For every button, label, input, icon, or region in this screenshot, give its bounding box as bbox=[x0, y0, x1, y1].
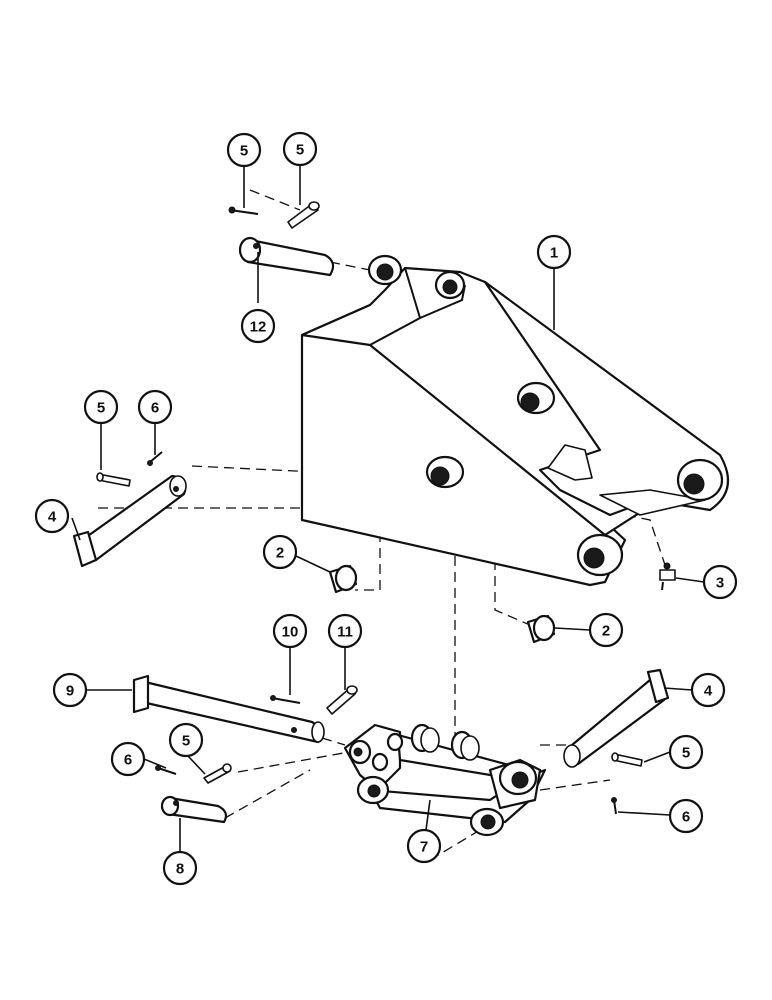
svg-text:6: 6 bbox=[682, 809, 690, 826]
pin-4-right bbox=[563, 668, 670, 768]
callouts: 5 5 12 1 5 6 4 2 bbox=[34, 131, 738, 886]
svg-text:4: 4 bbox=[48, 509, 57, 526]
callout-5e: 5 bbox=[668, 734, 704, 770]
cotter-pin-left bbox=[147, 451, 163, 466]
callout-10: 10 bbox=[272, 613, 308, 649]
frame-boss-lower bbox=[576, 533, 624, 577]
svg-text:8: 8 bbox=[176, 861, 184, 878]
cotter-pin-lower-left bbox=[155, 765, 177, 775]
callout-1: 1 bbox=[536, 234, 572, 270]
frame-boss-left bbox=[425, 455, 465, 489]
callout-9: 9 bbox=[52, 672, 88, 708]
svg-text:12: 12 bbox=[250, 319, 267, 336]
svg-text:6: 6 bbox=[151, 400, 159, 417]
pin-12 bbox=[238, 236, 335, 277]
frame-boss-top-right bbox=[434, 270, 466, 300]
svg-text:2: 2 bbox=[602, 623, 610, 640]
svg-text:5: 5 bbox=[97, 400, 105, 417]
svg-text:11: 11 bbox=[337, 624, 353, 641]
callout-6b: 6 bbox=[110, 741, 146, 777]
svg-text:5: 5 bbox=[682, 745, 690, 762]
leader-lines bbox=[71, 166, 705, 852]
callout-4b: 4 bbox=[690, 672, 726, 708]
callout-7: 7 bbox=[406, 828, 442, 864]
callout-5a: 5 bbox=[226, 132, 262, 168]
svg-text:7: 7 bbox=[420, 839, 428, 856]
svg-text:5: 5 bbox=[240, 143, 248, 160]
svg-text:6: 6 bbox=[124, 752, 132, 769]
lower-link-7 bbox=[343, 723, 547, 837]
callout-8: 8 bbox=[162, 850, 198, 886]
callout-2a: 2 bbox=[262, 534, 298, 570]
callout-4a: 4 bbox=[34, 498, 70, 534]
clevis-pin-11 bbox=[326, 685, 358, 715]
svg-text:1: 1 bbox=[550, 245, 558, 262]
svg-text:10: 10 bbox=[282, 624, 299, 641]
callout-12: 12 bbox=[240, 308, 276, 344]
pin-4-left bbox=[72, 474, 187, 568]
callout-5b: 5 bbox=[282, 131, 318, 167]
bushing-2-right bbox=[526, 614, 556, 644]
grease-fitting-3 bbox=[659, 562, 676, 591]
bushing-2-left bbox=[328, 564, 358, 594]
cotter-pin-10 bbox=[270, 695, 301, 704]
cotter-pin-right bbox=[611, 797, 617, 815]
svg-text:4: 4 bbox=[704, 683, 713, 700]
svg-text:9: 9 bbox=[66, 683, 74, 700]
callout-2b: 2 bbox=[588, 612, 624, 648]
svg-text:2: 2 bbox=[276, 545, 284, 562]
svg-text:5: 5 bbox=[296, 142, 304, 159]
svg-text:5: 5 bbox=[182, 733, 190, 750]
clevis-pin-right bbox=[611, 752, 643, 767]
frame-boss-right-arm bbox=[676, 458, 724, 502]
cotter-pin-top bbox=[228, 206, 259, 215]
frame-boss-top-left bbox=[367, 254, 403, 286]
clevis-pin-top bbox=[287, 201, 320, 229]
pin-9 bbox=[132, 674, 325, 744]
svg-text:3: 3 bbox=[716, 575, 724, 592]
callout-6c: 6 bbox=[668, 798, 704, 834]
main-frame bbox=[300, 254, 730, 587]
clevis-pin-left bbox=[96, 472, 131, 487]
callout-3: 3 bbox=[702, 564, 738, 600]
clevis-pin-lower-left bbox=[203, 763, 232, 784]
callout-11: 11 bbox=[327, 613, 363, 649]
callout-5c: 5 bbox=[83, 389, 119, 425]
pin-8 bbox=[160, 795, 228, 824]
callout-6a: 6 bbox=[137, 389, 173, 425]
callout-5d: 5 bbox=[168, 722, 204, 758]
frame-boss-middle bbox=[516, 381, 556, 415]
